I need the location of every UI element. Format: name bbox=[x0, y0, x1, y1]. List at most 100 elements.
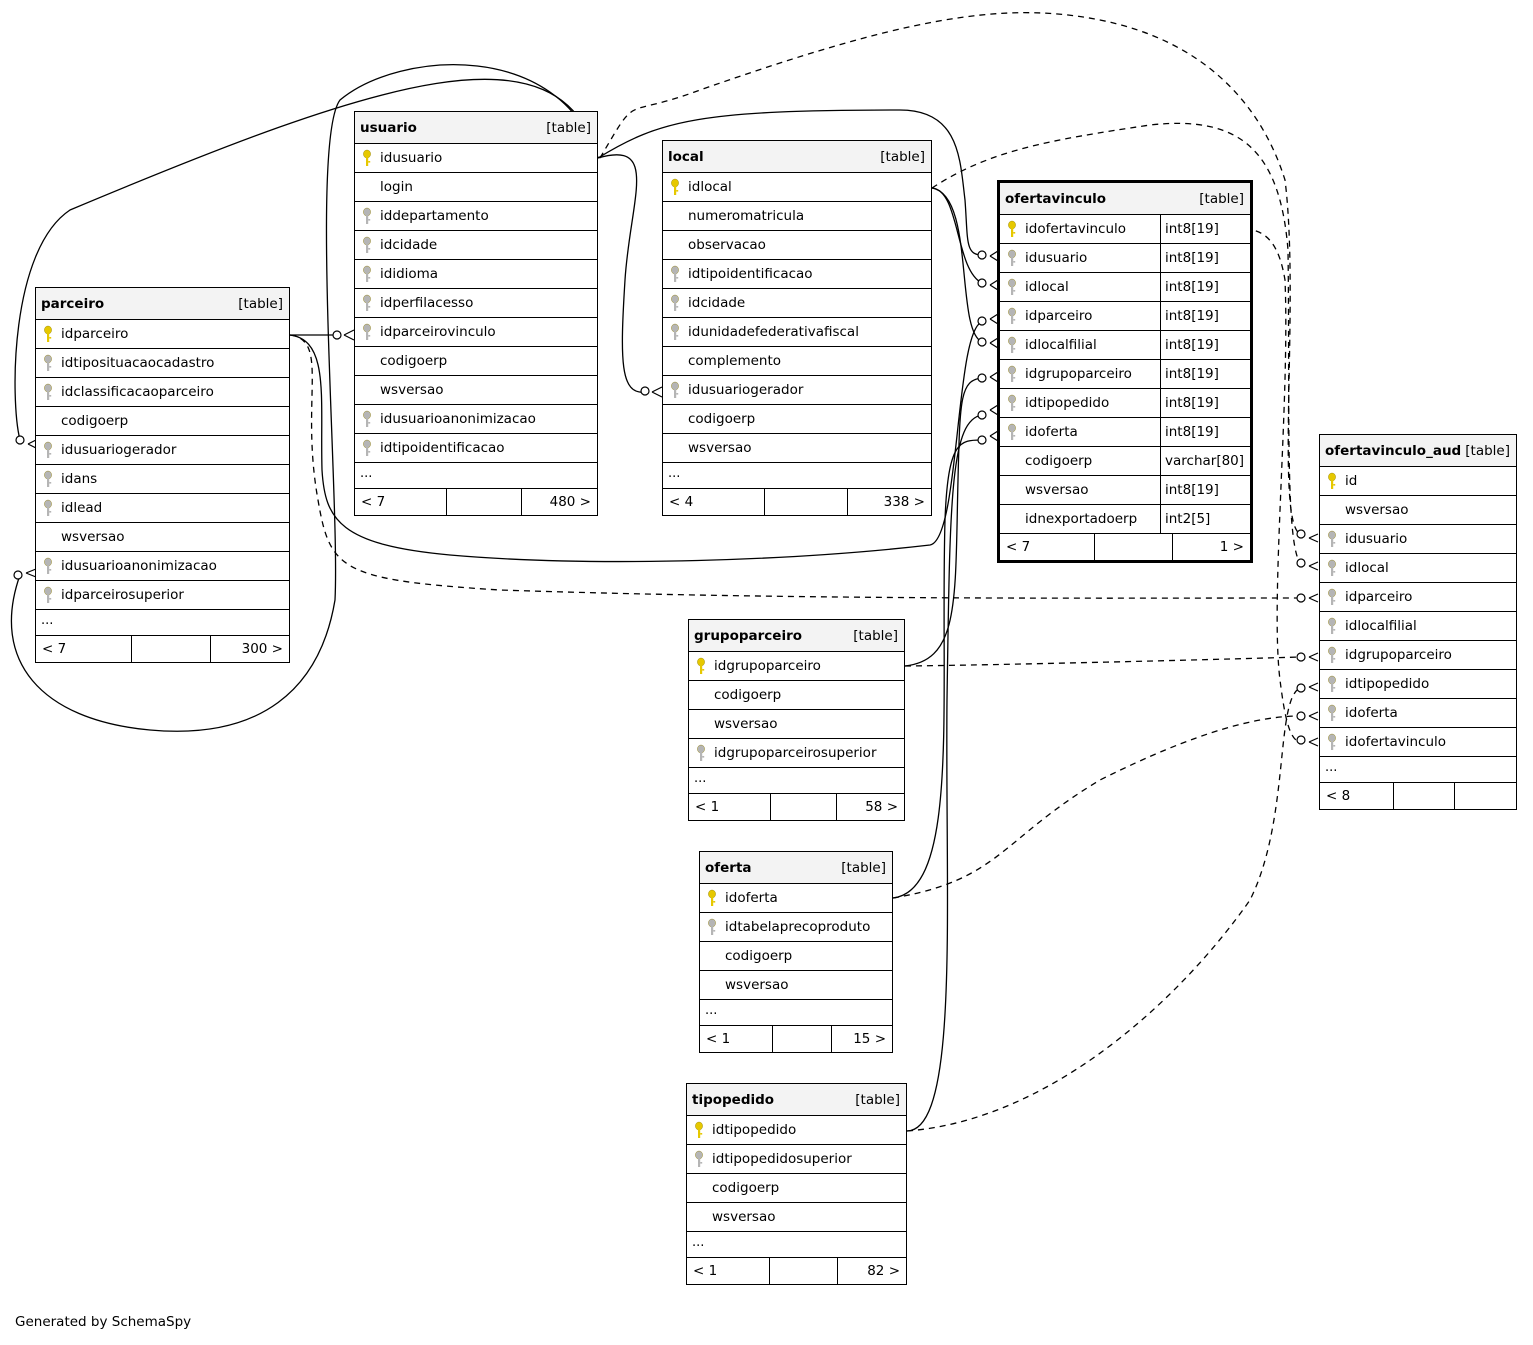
column-row[interactable]: idtipoidentificacao bbox=[355, 434, 597, 463]
middle-cell bbox=[773, 1026, 833, 1052]
column-row[interactable]: idparceiro bbox=[1320, 583, 1516, 612]
column-row[interactable]: idlocal bbox=[663, 173, 931, 202]
column-row[interactable]: idtiposituacaocadastro bbox=[36, 349, 289, 378]
table-name: oferta bbox=[705, 859, 752, 876]
column-name: idtipoidentificacao bbox=[380, 440, 505, 456]
column-row[interactable]: idusuario bbox=[355, 144, 597, 173]
column-row[interactable]: wsversao bbox=[689, 710, 904, 739]
column-row[interactable]: numeromatricula bbox=[663, 202, 931, 231]
column-type: int8[19] bbox=[1160, 476, 1250, 504]
column-row[interactable]: idparceiro bbox=[36, 320, 289, 349]
column-row[interactable]: observacao bbox=[663, 231, 931, 260]
column-row[interactable]: complemento bbox=[663, 347, 931, 376]
rows-count[interactable]: 82 > bbox=[867, 1263, 900, 1279]
table-footer: < 7 1 > bbox=[1000, 534, 1250, 560]
column-row[interactable]: idtabelaprecoproduto bbox=[700, 913, 892, 942]
rows-count[interactable]: 300 > bbox=[241, 641, 283, 657]
column-row[interactable]: idoferta bbox=[700, 884, 892, 913]
rows-count[interactable] bbox=[1455, 783, 1516, 809]
primary-key-icon bbox=[1328, 472, 1336, 489]
column-row[interactable]: idans bbox=[36, 465, 289, 494]
column-row[interactable]: idlocal bbox=[1320, 554, 1516, 583]
column-row[interactable]: codigoerp bbox=[687, 1174, 906, 1203]
column-row[interactable]: id bbox=[1320, 467, 1516, 496]
column-row[interactable]: codigoerp bbox=[700, 942, 892, 971]
column-row[interactable]: wsversao bbox=[700, 971, 892, 1000]
column-row[interactable]: idtipoidentificacao bbox=[663, 260, 931, 289]
column-row[interactable]: codigoerp bbox=[663, 405, 931, 434]
parents-count[interactable]: < 8 bbox=[1320, 783, 1395, 809]
column-type: int8[19] bbox=[1160, 302, 1250, 330]
column-row[interactable]: idcidade bbox=[663, 289, 931, 318]
rows-count[interactable]: 15 > bbox=[853, 1031, 886, 1047]
column-row[interactable]: idusuariogerador bbox=[663, 376, 931, 405]
edge-tipopedido-ofertavinculo bbox=[906, 414, 983, 1132]
column-row[interactable]: idparceirovinculo bbox=[355, 318, 597, 347]
column-row[interactable]: idparceirosuperior bbox=[36, 581, 289, 610]
column-name: idtipopedido bbox=[1345, 676, 1430, 692]
column-row[interactable]: idperfilacesso bbox=[355, 289, 597, 318]
column-row[interactable]: idoferta bbox=[1320, 699, 1516, 728]
column-row[interactable]: idcidade bbox=[355, 231, 597, 260]
column-row[interactable]: wsversao bbox=[355, 376, 597, 405]
column-row[interactable]: idtipopedido bbox=[687, 1116, 906, 1145]
column-row[interactable]: iddepartamento bbox=[355, 202, 597, 231]
rows-count[interactable]: 480 > bbox=[549, 494, 591, 510]
rows-count[interactable]: 1 > bbox=[1219, 539, 1244, 555]
parents-count[interactable]: < 7 bbox=[36, 636, 133, 662]
column-row[interactable]: idunidadefederativafiscal bbox=[663, 318, 931, 347]
column-row[interactable]: codigoerp bbox=[36, 407, 289, 436]
rows-count[interactable]: 58 > bbox=[865, 799, 898, 815]
parents-count[interactable]: < 4 bbox=[663, 489, 765, 515]
column-row[interactable]: wsversao bbox=[687, 1203, 906, 1232]
parents-count[interactable]: < 7 bbox=[355, 489, 447, 515]
column-name: idtipopedido bbox=[712, 1122, 797, 1138]
parents-count[interactable]: < 1 bbox=[689, 794, 771, 820]
column-row[interactable]: wsversao bbox=[36, 523, 289, 552]
column-row[interactable]: idgrupoparceiro bbox=[689, 652, 904, 681]
column-row[interactable]: wsversao bbox=[663, 434, 931, 463]
column-row[interactable]: codigoerp bbox=[689, 681, 904, 710]
column-row[interactable]: idgrupoparceirosuperior bbox=[689, 739, 904, 768]
column-row[interactable]: ididioma bbox=[355, 260, 597, 289]
column-row[interactable]: idofertavinculo bbox=[1320, 728, 1516, 757]
column-row[interactable]: idtipopedidosuperior bbox=[687, 1145, 906, 1174]
column-row[interactable]: idusuarioanonimizacao bbox=[355, 405, 597, 434]
column-name: idparceiro bbox=[1345, 589, 1413, 605]
column-row[interactable]: idusuariogerador bbox=[36, 436, 289, 465]
column-row[interactable]: codigoerp bbox=[355, 347, 597, 376]
column-row[interactable]: idgrupoparceiro bbox=[1320, 641, 1516, 670]
column-row[interactable]: wsversao bbox=[1320, 496, 1516, 525]
parents-count[interactable]: < 1 bbox=[687, 1258, 771, 1284]
column-row[interactable]: idusuarioanonimizacao bbox=[36, 552, 289, 581]
parents-count[interactable]: < 7 bbox=[1000, 534, 1095, 560]
middle-cell bbox=[132, 636, 211, 662]
column-row[interactable]: idlocalfilial bbox=[1320, 612, 1516, 641]
rows-count[interactable]: 338 > bbox=[883, 494, 925, 510]
column-row[interactable]: idclassificacaoparceiro bbox=[36, 378, 289, 407]
column-row[interactable]: login bbox=[355, 173, 597, 202]
column-row[interactable]: idtipopedido bbox=[1320, 670, 1516, 699]
parents-count[interactable]: < 1 bbox=[700, 1026, 773, 1052]
column-row[interactable]: idusuario bbox=[1320, 525, 1516, 554]
column-row[interactable]: idlead bbox=[36, 494, 289, 523]
